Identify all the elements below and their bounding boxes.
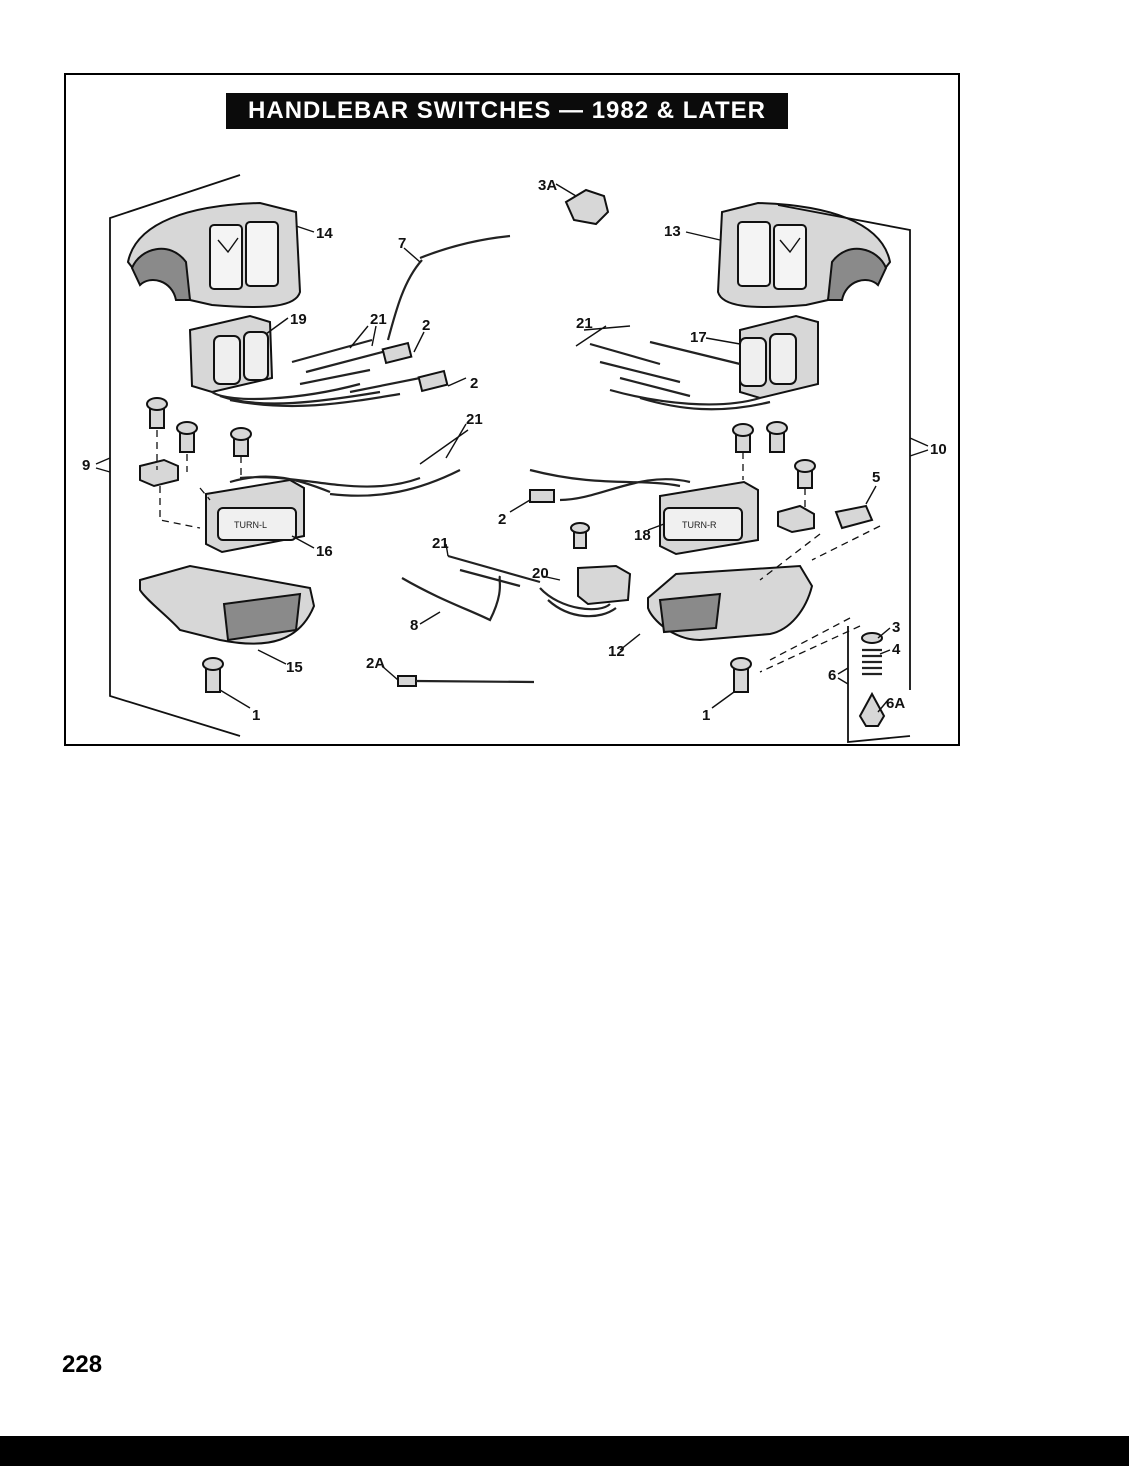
callout-19: 19: [290, 311, 307, 328]
page-number: 228: [62, 1351, 103, 1378]
callout-21-upper-right: 21: [576, 315, 593, 332]
callout-2-middle: 2: [470, 375, 478, 392]
part-8-wire: [401, 575, 502, 622]
callout-5: 5: [872, 469, 880, 486]
assembly-dashed-lines: [156, 430, 881, 673]
page-bottom-bar: [0, 1436, 1129, 1466]
callout-15: 15: [286, 659, 303, 676]
part-14-left-upper-housing: [126, 201, 302, 309]
callout-13: 13: [664, 223, 681, 240]
callout-9: 9: [82, 457, 90, 474]
wire-leads-upper-right: [589, 340, 741, 398]
callout-20: 20: [532, 565, 549, 582]
callout-21-lower: 21: [432, 535, 449, 552]
diagram-frame: [64, 73, 960, 746]
wire-leads-lower-middle: [447, 554, 541, 588]
diagram-title: HANDLEBAR SWITCHES — 1982 & LATER: [226, 93, 788, 129]
part-19-left-upper-switch: [188, 314, 401, 408]
callout-17: 17: [690, 329, 707, 346]
callout-1-right: 1: [702, 707, 710, 724]
callout-12: 12: [608, 643, 625, 660]
callout-16: 16: [316, 543, 333, 560]
part-12-right-lower-housing: [647, 564, 814, 693]
part-17-right-upper-switch: [609, 314, 819, 411]
part-16-turn-left-switch: TURN-L: [205, 469, 461, 554]
part-18-turn-right-switch: TURN-R: [529, 468, 759, 556]
part-20-switch: [539, 522, 632, 618]
callout-2-upper: 2: [422, 317, 430, 334]
callout-14: 14: [316, 225, 333, 242]
part-2A-cable-tie: [397, 675, 535, 687]
turn-left-tag: TURN-L: [234, 520, 267, 530]
turn-right-tag: TURN-R: [682, 520, 717, 530]
parts-3-4-6-detent-stack: [847, 626, 911, 743]
part-7-wire: [386, 234, 511, 341]
callout-21-upper-left: 21: [370, 311, 387, 328]
exploded-parts-diagram: TURN-L: [82, 174, 947, 743]
part-5-pad: [834, 504, 874, 530]
callout-8: 8: [410, 617, 418, 634]
callout-18: 18: [634, 527, 651, 544]
bracket-left-group-9: [109, 174, 241, 737]
callout-10: 10: [930, 441, 947, 458]
callout-7: 7: [398, 235, 406, 252]
callout-2A: 2A: [366, 655, 385, 672]
callout-21-middle: 21: [466, 411, 483, 428]
leader-lines: [95, 183, 929, 713]
part-15-left-lower-housing: [139, 564, 316, 693]
callout-2-lower: 2: [498, 511, 506, 528]
part-13-right-upper-housing: [716, 201, 892, 309]
part-3A-clip: [564, 188, 610, 226]
wire-leads-upper-left: [291, 338, 449, 394]
callout-6: 6: [828, 667, 836, 684]
callout-3A: 3A: [538, 177, 557, 194]
callout-1-left: 1: [252, 707, 260, 724]
callout-3: 3: [892, 619, 900, 636]
callout-4: 4: [892, 641, 901, 658]
bracket-right-group-10: [777, 204, 911, 690]
callout-6A: 6A: [886, 695, 905, 712]
part-9-screws-left: [139, 397, 252, 488]
part-10-screws-right: [732, 421, 816, 534]
callout-labels: 3A 14 7 13 19 21 2 21 17 2 21 9 10 5 2 1…: [82, 177, 947, 724]
